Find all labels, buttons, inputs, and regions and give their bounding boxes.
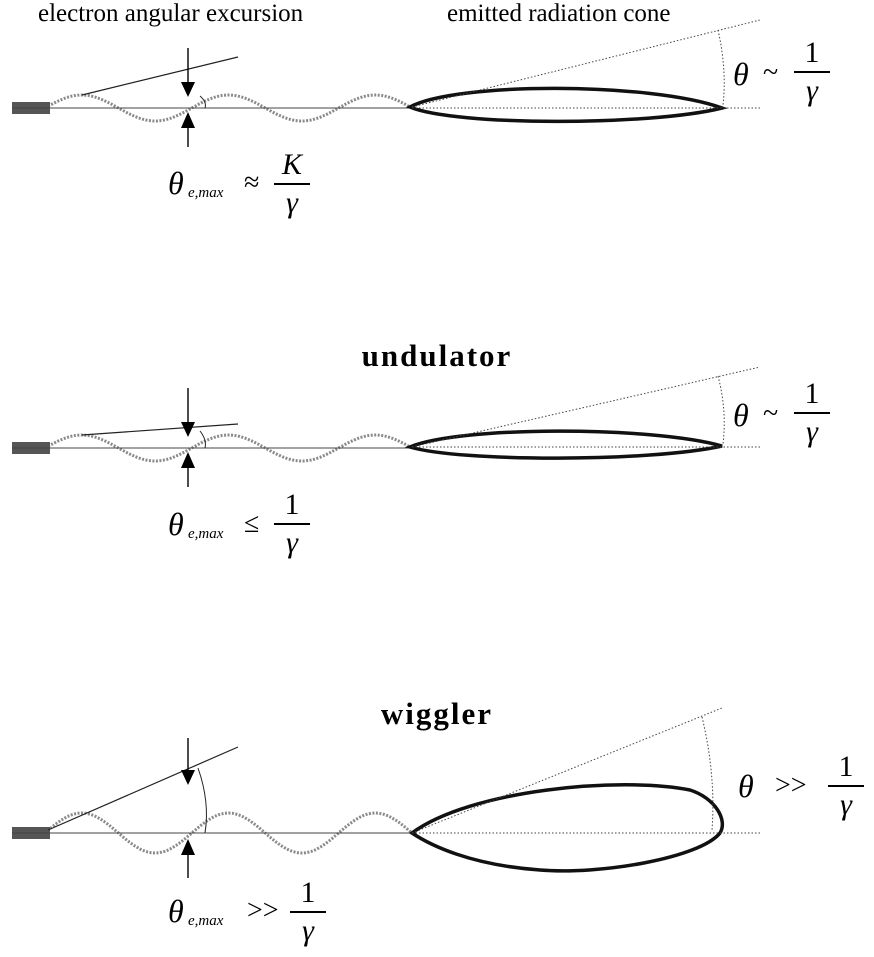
electron-angle-subscript: e,max [188, 185, 224, 201]
electron-angle-symbol: θ [168, 893, 184, 929]
panel-general-diagram [12, 19, 761, 147]
cone-fraction-denominator: γ [806, 414, 818, 448]
tangent-line [81, 423, 239, 436]
undulator-diagram [12, 366, 761, 487]
cone-angle-fraction: 1 γ [792, 379, 832, 447]
electron-fraction-numerator: 1 [284, 488, 300, 521]
fraction-bar [274, 183, 310, 185]
electron-fraction-numerator: 1 [300, 876, 316, 909]
cone-angle-symbol: θ [738, 768, 754, 804]
arrow-up-head [181, 839, 195, 855]
arrow-down-head [181, 422, 195, 437]
electron-angle-subscript: e,max [188, 526, 224, 542]
cone-edge-line [411, 366, 761, 448]
cone-angle-arc [717, 375, 725, 445]
header-electron-label: electron angular excursion [38, 0, 304, 27]
radiation-cone-lobe [408, 783, 725, 873]
radiation-cone-lobe [404, 429, 723, 460]
cone-angle-relation: ~ [763, 57, 779, 88]
electron-trajectory [44, 433, 413, 463]
excursion-angle-arc [197, 767, 207, 834]
excursion-angle-arc [199, 95, 206, 109]
fraction-bar [794, 71, 830, 73]
electron-angle-subscript: e,max [188, 913, 224, 929]
electron-trajectory [44, 811, 413, 855]
cone-fraction-denominator: γ [806, 73, 818, 107]
electron-angle-fraction: 1 γ [288, 878, 328, 946]
wiggler-diagram [12, 707, 760, 878]
cone-fraction-denominator: γ [840, 787, 852, 821]
electron-angle-symbol: θ [168, 506, 184, 542]
cone-angle-symbol: θ [733, 397, 749, 433]
tangent-line [81, 56, 239, 96]
cone-angle-relation: >> [775, 770, 807, 801]
cone-angle-fraction: 1 γ [826, 752, 866, 820]
panel-undulator: undulator θ e,max ≤ 1 γ θ ~ 1 γ [0, 330, 874, 600]
tangent-line [47, 746, 239, 831]
electron-angle-relation: ≤ [244, 508, 260, 539]
electron-angle-symbol: θ [168, 165, 184, 201]
arrow-up-head [181, 452, 195, 468]
arrow-up-head [181, 112, 195, 128]
fraction-bar [274, 523, 310, 525]
cone-fraction-numerator: 1 [838, 750, 854, 783]
panel-general: θ e,max ≈ K γ θ ~ 1 γ [0, 0, 874, 240]
arrow-down-head [181, 82, 195, 97]
electron-angle-relation: >> [247, 895, 279, 926]
cone-angle-fraction: 1 γ [792, 38, 832, 106]
arrow-down-head [181, 770, 195, 785]
cone-angle-symbol: θ [733, 56, 749, 92]
cone-edge-line [411, 19, 761, 108]
excursion-angle-arc [199, 430, 206, 449]
radiation-cone-lobe [405, 86, 729, 124]
fraction-bar [290, 911, 326, 913]
header-cone-label: emitted radiation cone [447, 0, 671, 27]
electron-fraction-denominator: γ [286, 525, 298, 559]
cone-fraction-numerator: 1 [804, 36, 820, 69]
wiggler-title: wiggler [380, 696, 494, 731]
cone-angle-relation: ~ [763, 398, 779, 429]
electron-fraction-numerator: K [281, 148, 302, 181]
fraction-bar [828, 785, 864, 787]
electron-angle-relation: ≈ [244, 167, 260, 198]
undulator-title: undulator [361, 338, 513, 373]
electron-trajectory [44, 93, 413, 123]
electron-angle-fraction: 1 γ [272, 490, 312, 558]
cone-angle-arc [701, 716, 714, 831]
cone-edge-line [411, 707, 723, 834]
panel-wiggler: wiggler θ e,max >> 1 γ θ >> 1 γ [0, 680, 874, 957]
electron-fraction-denominator: γ [302, 913, 314, 947]
cone-angle-arc [717, 29, 725, 106]
electron-fraction-denominator: γ [286, 185, 298, 219]
fraction-bar [794, 412, 830, 414]
cone-fraction-numerator: 1 [804, 377, 820, 410]
electron-angle-fraction: K γ [272, 150, 312, 218]
